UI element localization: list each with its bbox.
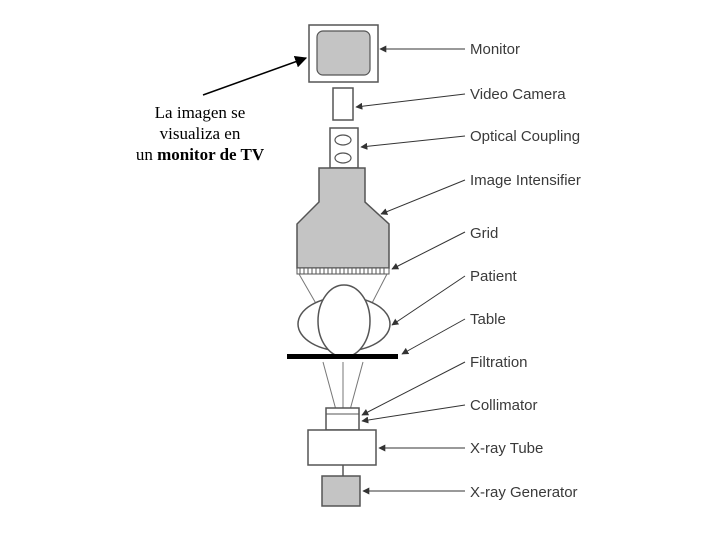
caption-arrow <box>202 56 308 96</box>
monitor-shape <box>308 24 379 83</box>
label-optical-coupling: Optical Coupling <box>470 128 580 145</box>
label-video-camera: Video Camera <box>470 86 566 103</box>
label-grid: Grid <box>470 225 498 242</box>
xray-generator-shape <box>321 475 361 507</box>
label-image-intensifier: Image Intensifier <box>470 172 581 189</box>
optical-coupling-shape <box>329 127 359 169</box>
label-collimator: Collimator <box>470 397 538 414</box>
image-intensifier-shape <box>296 167 390 269</box>
label-xray-generator: X-ray Generator <box>470 484 578 501</box>
caption-emphasis: monitor de TV <box>157 145 265 164</box>
caption-text: La imagen se visualiza en un monitor de … <box>110 102 290 165</box>
caption-line-1: La imagen se <box>154 103 246 122</box>
label-monitor: Monitor <box>470 41 520 58</box>
grid-shape <box>296 267 390 275</box>
collimator-shape <box>325 407 360 431</box>
label-table: Table <box>470 311 506 328</box>
video-camera-shape <box>332 87 354 121</box>
patient-shape <box>297 284 391 358</box>
xray-tube-shape <box>307 429 377 466</box>
caption-line-3-prefix: un <box>135 145 158 164</box>
label-patient: Patient <box>470 268 518 285</box>
caption-line-2: visualiza en <box>159 124 241 143</box>
label-xray-tube: X-ray Tube <box>470 440 543 457</box>
table-shape <box>287 354 398 359</box>
caption-line-3: un monitor de TV <box>110 144 290 165</box>
label-filtration: Filtration <box>470 354 528 371</box>
leader-arrows <box>355 45 466 495</box>
